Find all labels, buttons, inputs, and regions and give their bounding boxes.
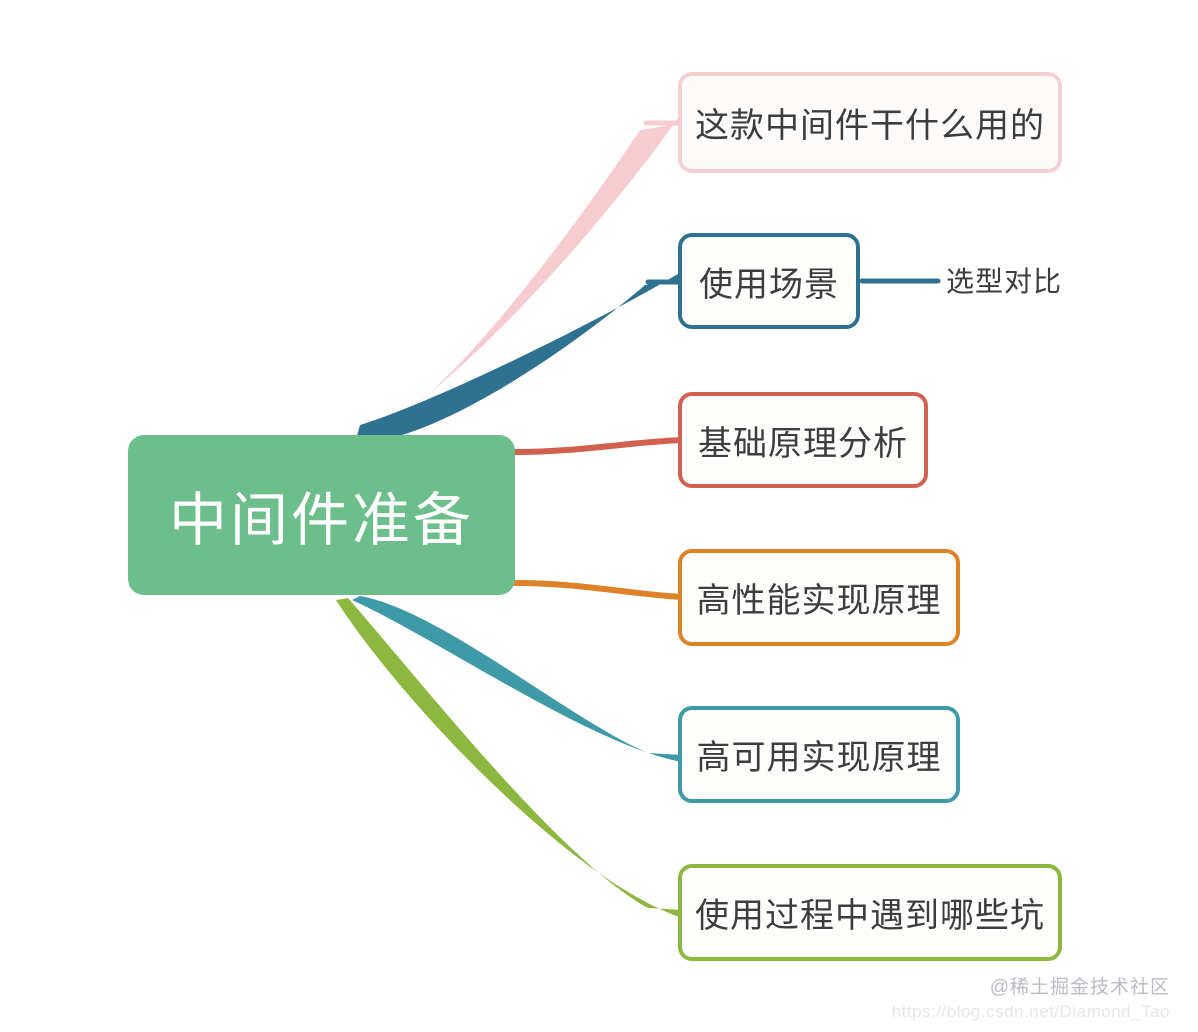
branch-node-3-label: 基础原理分析 <box>698 424 908 463</box>
branch-node-1-label: 这款中间件干什么用的 <box>695 107 1045 145</box>
watermark: @稀土掘金技术社区 https://blog.csdn.net/Diamond_… <box>892 975 1170 1024</box>
connector-branch-3 <box>512 437 685 455</box>
branch-node-2[interactable]: 使用场景 <box>678 233 860 329</box>
branch-node-4-label: 高性能实现原理 <box>696 582 942 620</box>
branch-node-1[interactable]: 这款中间件干什么用的 <box>678 72 1062 173</box>
watermark-url: https://blog.csdn.net/Diamond_Tao <box>891 1002 1170 1022</box>
connector-branch-2 <box>355 274 678 444</box>
root-node-label: 中间件准备 <box>168 488 474 553</box>
branch-node-4[interactable]: 高性能实现原理 <box>678 549 960 646</box>
connector-branch-6 <box>336 598 682 918</box>
leaf-node-1-label: 选型对比 <box>946 266 1063 297</box>
root-node[interactable]: 中间件准备 <box>128 435 515 595</box>
branch-node-6[interactable]: 使用过程中遇到哪些坑 <box>678 864 1062 961</box>
watermark-brand: @稀土掘金技术社区 <box>989 977 1170 999</box>
branch-node-5-label: 高可用实现原理 <box>696 739 942 777</box>
branch-node-2-label: 使用场景 <box>699 265 839 304</box>
leaf-node-1[interactable]: 选型对比 <box>946 260 1062 300</box>
branch-node-6-label: 使用过程中遇到哪些坑 <box>695 897 1045 935</box>
connector-branch-1 <box>352 118 678 440</box>
branch-node-5[interactable]: 高可用实现原理 <box>678 706 960 803</box>
connector-branch-4 <box>512 580 685 600</box>
connector-branch-5 <box>352 596 682 762</box>
branch-node-3[interactable]: 基础原理分析 <box>678 392 928 488</box>
